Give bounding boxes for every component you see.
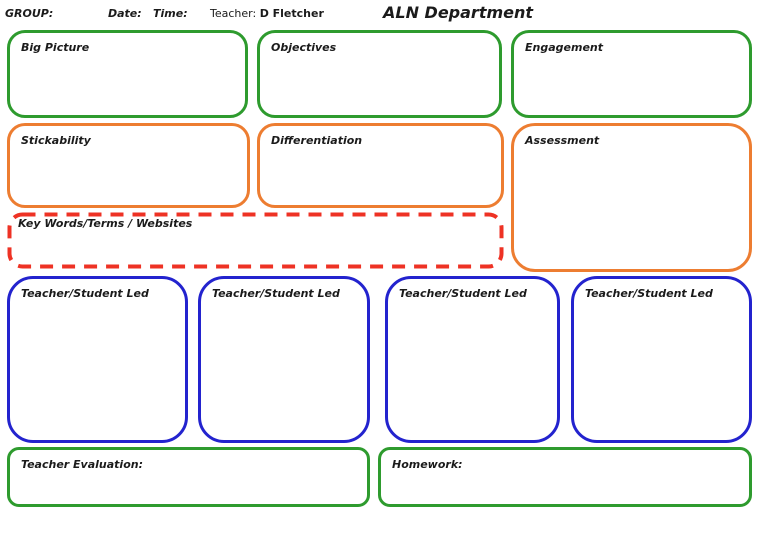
teacher-student-led-label: Teacher/Student Led — [21, 287, 149, 300]
teacher-student-led-box-3[interactable]: Teacher/Student Led — [385, 276, 560, 443]
teacher-student-led-label: Teacher/Student Led — [212, 287, 340, 300]
assessment-label: Assessment — [525, 134, 600, 147]
key-words-box[interactable]: Key Words/Terms / Websites — [7, 212, 504, 269]
group-label: GROUP: — [5, 7, 54, 20]
stickability-label: Stickability — [21, 134, 91, 147]
assessment-box[interactable]: Assessment — [511, 123, 752, 272]
homework-box[interactable]: Homework: — [378, 447, 752, 507]
key-words-label: Key Words/Terms / Websites — [18, 217, 193, 230]
homework-label: Homework: — [392, 458, 463, 471]
teacher-name: D Fletcher — [259, 7, 324, 20]
objectives-box[interactable]: Objectives — [257, 30, 502, 118]
dashed-border — [7, 212, 504, 269]
teacher-label: Teacher: — [210, 7, 257, 20]
differentiation-label: Differentiation — [271, 134, 363, 147]
department-title: ALN Department — [383, 3, 534, 22]
stickability-box[interactable]: Stickability — [7, 123, 250, 208]
teacher-student-led-box-1[interactable]: Teacher/Student Led — [7, 276, 188, 443]
objectives-label: Objectives — [271, 41, 337, 54]
differentiation-box[interactable]: Differentiation — [257, 123, 504, 208]
big-picture-box[interactable]: Big Picture — [7, 30, 248, 118]
time-label: Time: — [153, 7, 188, 20]
teacher-student-led-box-4[interactable]: Teacher/Student Led — [571, 276, 752, 443]
big-picture-label: Big Picture — [21, 41, 90, 54]
teacher-evaluation-label: Teacher Evaluation: — [21, 458, 143, 471]
teacher-student-led-label: Teacher/Student Led — [399, 287, 527, 300]
teacher-student-led-label: Teacher/Student Led — [585, 287, 713, 300]
teacher-student-led-box-2[interactable]: Teacher/Student Led — [198, 276, 370, 443]
date-label: Date: — [108, 7, 142, 20]
teacher-field: Teacher: D Fletcher — [210, 7, 324, 20]
engagement-box[interactable]: Engagement — [511, 30, 752, 118]
engagement-label: Engagement — [525, 41, 603, 54]
teacher-evaluation-box[interactable]: Teacher Evaluation: — [7, 447, 370, 507]
